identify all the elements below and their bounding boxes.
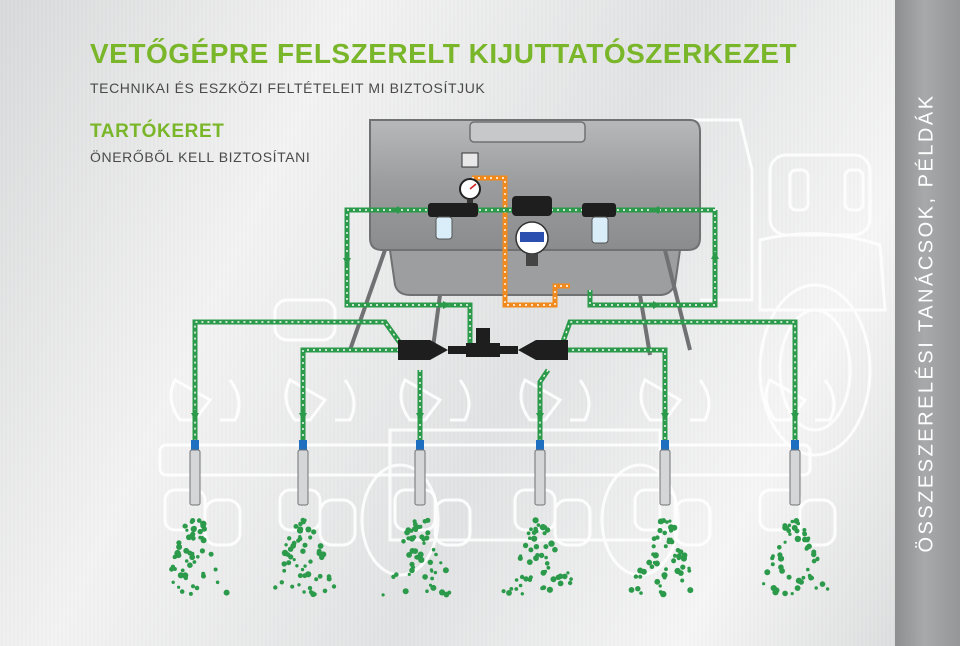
t-connector-icon <box>466 328 500 357</box>
granule-spray-row <box>169 517 830 598</box>
nozzle-icon <box>534 440 546 506</box>
page-subtitle: TECHNIKAI ÉS ESZKÖZI FELTÉTELEIT MI BIZT… <box>90 80 486 96</box>
side-tab-label: ÖSSZESZERELÉSI TANÁCSOK, PÉLDÁK <box>915 93 938 553</box>
granule-spray-icon <box>628 518 694 598</box>
nozzle-icon <box>659 440 671 506</box>
nozzle-icon <box>789 440 801 506</box>
pump-icon <box>512 196 552 266</box>
granule-spray-icon <box>273 517 337 598</box>
granule-spray-icon <box>169 518 230 596</box>
y-splitter-right-icon <box>500 340 568 360</box>
page-title: VETŐGÉPRE FELSZERELT KIJUTTATÓSZERKEZET <box>90 38 798 69</box>
tank-icon <box>348 119 701 356</box>
granule-spray-icon <box>381 517 452 598</box>
section-title: TARTÓKERET <box>90 121 225 142</box>
filter-left-icon <box>428 203 478 240</box>
nozzle-row <box>189 440 801 506</box>
granule-spray-icon <box>762 518 830 597</box>
granule-spray-icon <box>501 517 573 596</box>
filter-right-icon <box>582 203 616 244</box>
nozzle-icon <box>189 440 201 506</box>
seeder-frame-outline-icon <box>158 298 837 547</box>
y-splitter-left-icon <box>398 340 466 360</box>
section-subtitle: ÖNERŐBŐL KELL BIZTOSÍTANI <box>90 149 311 165</box>
tractor-outline-icon <box>360 118 887 577</box>
side-tab[interactable] <box>895 0 960 646</box>
nozzle-icon <box>297 440 309 506</box>
return-line <box>472 175 570 308</box>
nozzle-icon <box>414 440 426 506</box>
